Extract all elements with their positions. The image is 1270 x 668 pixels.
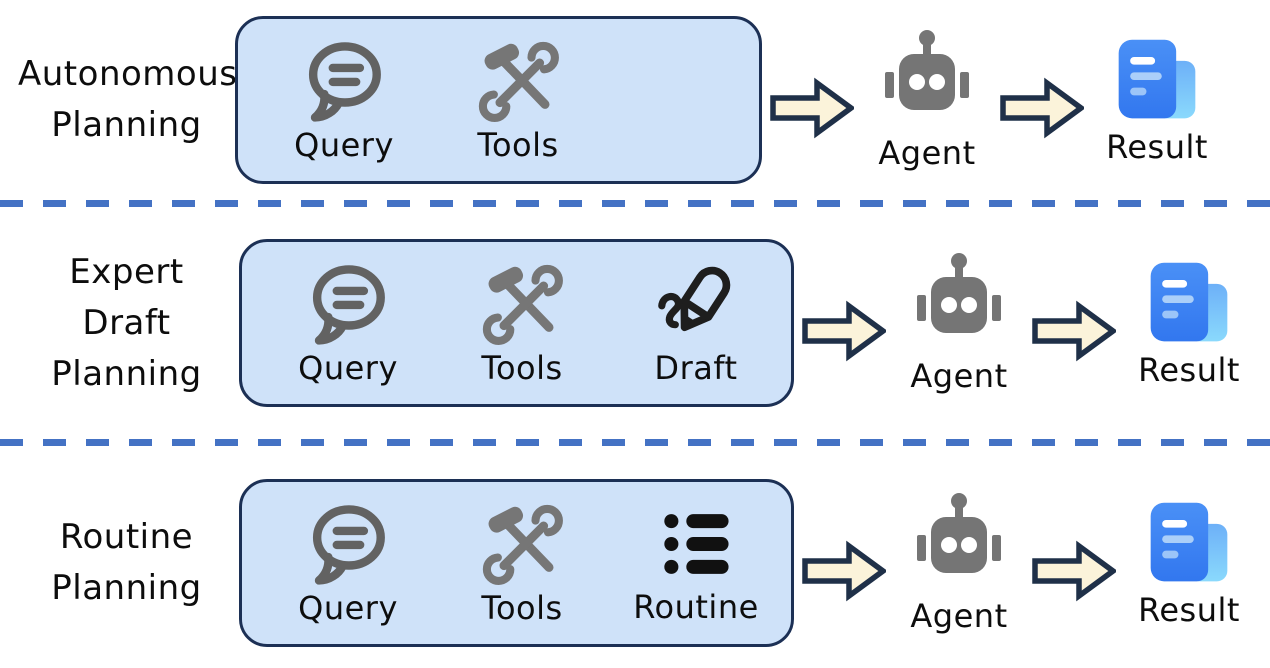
agent-node: Agent	[862, 28, 992, 172]
document-icon	[1150, 502, 1228, 582]
row-autonomous-planning: Autonomous Planning Query	[0, 0, 1270, 200]
agent-label: Agent	[878, 134, 976, 172]
input-item-routine: Routine	[633, 500, 758, 626]
flow-arrow-icon	[1032, 540, 1116, 602]
agent-label: Agent	[910, 357, 1008, 395]
tools-icon	[482, 504, 563, 585]
pencil-scribble-icon	[658, 266, 731, 332]
speech-bubble-icon	[312, 265, 385, 345]
input-item-tools: Tools	[468, 259, 576, 387]
flow-arrow-icon	[770, 77, 854, 139]
input-item-query: Query	[294, 259, 402, 387]
input-label: Tools	[481, 589, 563, 627]
speech-bubble-icon	[308, 42, 381, 122]
document-icon	[1118, 39, 1196, 119]
result-label: Result	[1138, 591, 1240, 629]
input-label: Query	[298, 589, 398, 627]
result-node: Result	[1124, 497, 1254, 629]
result-node: Result	[1092, 34, 1222, 166]
row-expert-draft-planning: Expert Draft Planning Query	[0, 207, 1270, 439]
flow-arrow-icon	[802, 300, 886, 362]
agent-node: Agent	[894, 491, 1024, 635]
row-routine-planning: Routine Planning Query	[0, 446, 1270, 668]
robot-icon	[917, 253, 1001, 333]
input-box-expert-draft: Query Tools	[239, 239, 794, 407]
input-item-draft: Draft	[642, 259, 750, 387]
speech-bubble-icon	[312, 505, 385, 585]
input-label: Tools	[481, 349, 563, 387]
input-label: Tools	[477, 126, 559, 164]
result-label: Result	[1138, 351, 1240, 389]
input-label: Draft	[654, 349, 738, 387]
input-item-tools: Tools	[464, 36, 572, 164]
tools-icon	[478, 41, 559, 122]
dashed-separator	[0, 200, 1270, 207]
row-title-expert-draft: Expert Draft Planning	[51, 251, 202, 394]
flow-arrow-icon	[1000, 77, 1084, 139]
robot-icon	[885, 30, 969, 110]
input-label: Routine	[633, 588, 759, 626]
bullet-list-icon	[664, 514, 729, 574]
agent-node: Agent	[894, 251, 1024, 395]
input-box-autonomous: Query Tools	[235, 16, 762, 184]
input-item-query: Query	[294, 499, 402, 627]
result-label: Result	[1106, 128, 1208, 166]
input-box-routine: Query Tools	[239, 479, 794, 647]
result-node: Result	[1124, 257, 1254, 389]
input-item-tools: Tools	[468, 499, 576, 627]
dashed-separator	[0, 439, 1270, 446]
agent-label: Agent	[910, 597, 1008, 635]
flow-arrow-icon	[802, 540, 886, 602]
robot-icon	[917, 493, 1001, 573]
document-icon	[1150, 262, 1228, 342]
input-item-query: Query	[290, 36, 398, 164]
tools-icon	[482, 264, 563, 345]
input-label: Query	[298, 349, 398, 387]
row-title-autonomous: Autonomous Planning	[18, 54, 238, 145]
row-title-routine: Routine Planning	[51, 517, 202, 608]
flow-arrow-icon	[1032, 300, 1116, 362]
input-label: Query	[294, 126, 394, 164]
